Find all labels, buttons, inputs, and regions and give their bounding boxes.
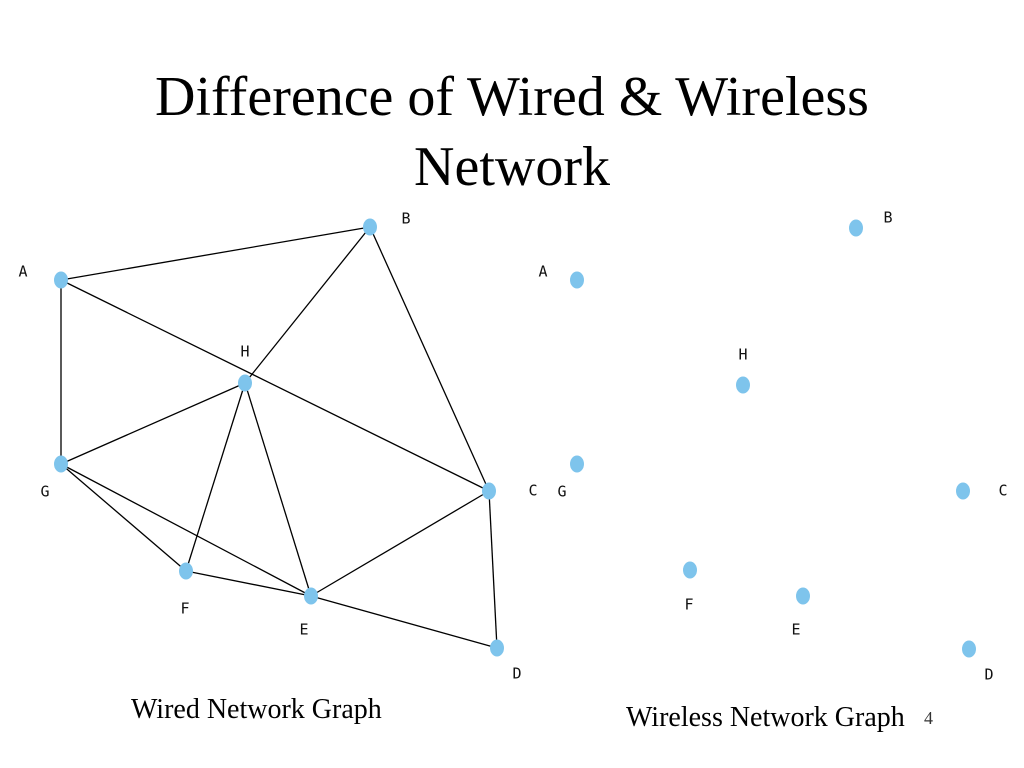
wired-edges: [60, 226, 498, 649]
wired-node-label-h: H: [240, 343, 249, 361]
wireless-node-g: [570, 455, 584, 473]
wireless-node-h: [736, 376, 750, 394]
wireless-node-label-b: B: [883, 209, 892, 227]
wired-nodes: [54, 218, 504, 657]
wireless-node-b: [849, 219, 863, 237]
wired-node-label-c: C: [528, 482, 537, 500]
slide-title-line-2: Network: [414, 136, 610, 198]
wireless-node-c: [956, 482, 970, 500]
wired-node-g: [54, 455, 68, 473]
wired-edge-g-f: [60, 463, 187, 572]
wireless-nodes: [570, 219, 976, 658]
wired-node-c: [482, 482, 496, 500]
wireless-graph-caption: Wireless Network Graph: [626, 702, 905, 733]
slide-title: Difference of Wired & Wireless Network: [0, 62, 1024, 202]
wireless-node-label-g: G: [557, 483, 566, 501]
wireless-node-label-f: F: [684, 596, 693, 614]
wired-node-label-d: D: [512, 665, 521, 683]
wireless-node-label-e: E: [791, 621, 800, 639]
wireless-node-f: [683, 561, 697, 579]
wireless-node-label-c: C: [998, 482, 1007, 500]
wired-node-h: [238, 374, 252, 392]
wired-node-label-b: B: [401, 210, 410, 228]
wireless-network-graph: A B C D E F G H: [538, 209, 1007, 684]
wired-node-label-f: F: [180, 600, 189, 618]
wired-node-label-g: G: [40, 483, 49, 501]
wired-node-label-e: E: [299, 621, 308, 639]
wired-node-d: [490, 639, 504, 657]
wired-node-f: [179, 562, 193, 580]
wired-edge-e-d: [310, 595, 498, 649]
wired-edge-b-c: [369, 226, 490, 492]
wired-edge-e-c: [310, 490, 490, 597]
wireless-node-a: [570, 271, 584, 289]
wired-edge-g-e: [60, 463, 312, 597]
slide-number: 4: [924, 708, 933, 728]
wired-edge-h-f: [185, 382, 246, 572]
wired-network-graph: A B C D E F G H: [18, 210, 537, 683]
wired-graph-caption: Wired Network Graph: [131, 694, 382, 725]
wireless-node-label-h: H: [738, 346, 747, 364]
wired-node-label-a: A: [18, 263, 27, 281]
wireless-node-label-a: A: [538, 263, 547, 281]
wired-edge-a-b: [60, 226, 371, 281]
wired-edge-b-h: [244, 226, 371, 384]
wired-edge-f-e: [185, 570, 312, 597]
wired-edge-h-e: [244, 382, 312, 597]
wireless-node-labels: A B C D E F G H: [538, 209, 1007, 684]
wired-node-labels: A B C D E F G H: [18, 210, 537, 683]
wireless-node-d: [962, 640, 976, 658]
wired-node-b: [363, 218, 377, 236]
wired-edge-a-c: [60, 279, 490, 492]
slide-title-line-1: Difference of Wired & Wireless: [155, 66, 869, 128]
wireless-node-e: [796, 587, 810, 605]
wired-node-e: [304, 587, 318, 605]
wireless-node-label-d: D: [984, 666, 993, 684]
wired-edge-c-d: [488, 490, 498, 649]
wired-node-a: [54, 271, 68, 289]
wired-edge-h-g: [60, 382, 246, 465]
